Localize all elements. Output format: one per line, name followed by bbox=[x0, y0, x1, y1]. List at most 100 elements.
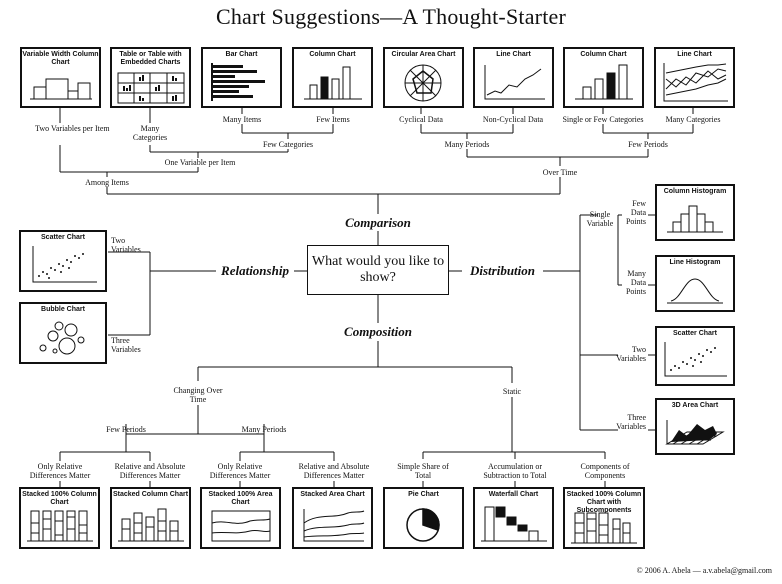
line-histogram-box: Line Histogram bbox=[655, 255, 735, 312]
label-two-variables: Two Variables bbox=[111, 236, 141, 254]
chart-title: Line Chart bbox=[677, 51, 712, 58]
circular-area-chart-box: Circular Area Chart bbox=[383, 47, 464, 108]
scatter-chart-box: Scatter Chart bbox=[19, 230, 107, 292]
label-static: Static bbox=[502, 387, 522, 396]
variable-width-column-icon bbox=[30, 78, 92, 100]
3d-area-chart-box: 3D Area Chart bbox=[655, 398, 735, 455]
line-chart-icon bbox=[484, 65, 545, 100]
label-few-items: Few Items bbox=[316, 115, 350, 124]
chart-title: Variable Width Column Chart bbox=[22, 51, 99, 66]
column-chart-box: Column Chart bbox=[292, 47, 373, 108]
waterfall-chart-box: Waterfall Chart bbox=[473, 487, 554, 549]
label-rel-abs-2: Relative and Absolute Differences Matter bbox=[298, 462, 370, 480]
scatter-chart-icon bbox=[32, 246, 97, 283]
pie-chart-icon bbox=[406, 508, 440, 542]
chart-title: Pie Chart bbox=[408, 491, 439, 498]
category-composition: Composition bbox=[344, 324, 412, 339]
stacked-column-icon bbox=[118, 508, 184, 542]
category-distribution: Distribution bbox=[469, 263, 536, 278]
label-many-categories: Many Categories bbox=[132, 124, 168, 142]
label-simple-share: Simple Share of Total bbox=[397, 462, 449, 480]
chart-title: Scatter Chart bbox=[673, 330, 717, 337]
chart-title: Stacked Area Chart bbox=[300, 491, 365, 498]
stacked-column-chart-box: Stacked Column Chart bbox=[110, 487, 191, 549]
table-embedded-icon bbox=[117, 72, 185, 104]
label-one-variable-per-item: One Variable per Item bbox=[164, 158, 236, 167]
chart-title: 3D Area Chart bbox=[671, 402, 719, 409]
label-single-few-categories: Single or Few Categories bbox=[562, 115, 644, 124]
label-few-periods: Few Periods bbox=[628, 140, 668, 149]
label-changing-over-time: Changing Over Time bbox=[173, 386, 223, 404]
label-few-data-points: Few Data Points bbox=[625, 199, 646, 226]
column-chart-icon bbox=[304, 66, 362, 100]
chart-title: Bar Chart bbox=[225, 51, 258, 58]
label-many-items: Many Items bbox=[222, 115, 262, 124]
bubble-chart-icon bbox=[39, 321, 85, 355]
label-three-variables: Three Variables bbox=[111, 336, 141, 354]
label-components: Components of Components bbox=[580, 462, 630, 480]
label-non-cyclical-data: Non-Cyclical Data bbox=[482, 115, 544, 124]
label-many-categories-2: Many Categories bbox=[665, 115, 721, 124]
label-single-variable: Single Variable bbox=[586, 210, 614, 228]
footer-credit: © 2006 A. Abela — a.v.abela@gmail.com bbox=[636, 566, 772, 575]
chart-title: Column Chart bbox=[309, 51, 356, 58]
stacked-100-subcomponents-box: Stacked 100% Column Chart with Subcompon… bbox=[563, 487, 645, 549]
label-comp-many-periods: Many Periods bbox=[241, 425, 287, 434]
variable-width-column-chart-box: Variable Width Column Chart bbox=[20, 47, 101, 108]
table-embedded-chart-box: Table or Table with Embedded Charts bbox=[110, 47, 191, 108]
column-chart-2-box: Column Chart bbox=[563, 47, 644, 108]
stacked-100-area-chart-box: Stacked 100% Area Chart bbox=[200, 487, 281, 549]
line-chart-box: Line Chart bbox=[473, 47, 554, 108]
column-chart-2-icon bbox=[575, 64, 633, 100]
label-only-relative-1: Only Relative Differences Matter bbox=[29, 462, 91, 480]
label-only-relative-2: Only Relative Differences Matter bbox=[209, 462, 271, 480]
chart-title: Column Histogram bbox=[663, 188, 727, 195]
chart-title: Line Chart bbox=[496, 51, 531, 58]
bar-chart-box: Bar Chart bbox=[201, 47, 282, 108]
center-question: What would you like to show? bbox=[307, 245, 449, 295]
page-title: Chart Suggestions—A Thought-Starter bbox=[215, 4, 567, 29]
chart-title: Stacked 100% Area Chart bbox=[208, 491, 273, 506]
stacked-100-subcomponents-icon bbox=[571, 512, 637, 544]
chart-title: Stacked 100% Column Chart bbox=[22, 491, 97, 506]
column-histogram-box: Column Histogram bbox=[655, 184, 735, 241]
chart-title: Waterfall Chart bbox=[488, 491, 539, 498]
label-over-time: Over Time bbox=[542, 168, 578, 177]
scatter-chart-2-icon bbox=[664, 342, 727, 377]
chart-title: Scatter Chart bbox=[41, 234, 85, 241]
label-two-variables-per-item: Two Variables per Item bbox=[35, 124, 110, 133]
label-accumulation: Accumulation or Subtraction to Total bbox=[483, 462, 547, 480]
chart-title: Stacked Column Chart bbox=[112, 491, 189, 498]
label-rel-abs-1: Relative and Absolute Differences Matter bbox=[114, 462, 186, 480]
label-dist-two-variables: Two Variables bbox=[616, 345, 646, 363]
bubble-chart-box: Bubble Chart bbox=[19, 302, 107, 364]
circular-area-icon bbox=[404, 64, 442, 102]
label-cyclical-data: Cyclical Data bbox=[399, 115, 443, 124]
stacked-100-column-icon bbox=[27, 510, 93, 542]
line-chart-2-icon bbox=[663, 63, 728, 102]
line-chart-2-box: Line Chart bbox=[654, 47, 735, 108]
bar-chart-icon bbox=[211, 63, 265, 101]
pie-chart-box: Pie Chart bbox=[383, 487, 464, 549]
label-among-items: Among Items bbox=[85, 178, 129, 187]
chart-title: Line Histogram bbox=[669, 259, 721, 266]
chart-title: Table or Table with Embedded Charts bbox=[119, 51, 182, 66]
label-many-data-points: Many Data Points bbox=[625, 269, 646, 296]
category-comparison: Comparison bbox=[345, 215, 411, 230]
stacked-area-chart-box: Stacked Area Chart bbox=[292, 487, 373, 549]
stacked-area-icon bbox=[303, 509, 365, 542]
category-relationship: Relationship bbox=[221, 263, 289, 278]
label-few-categories: Few Categories bbox=[263, 140, 313, 149]
chart-title: Circular Area Chart bbox=[391, 51, 456, 58]
3d-area-chart-icon bbox=[665, 420, 725, 445]
label-dist-three-variables: Three Variables bbox=[616, 413, 646, 431]
chart-title: Bubble Chart bbox=[41, 306, 85, 313]
chart-title: Stacked 100% Column Chart with Subcompon… bbox=[566, 491, 642, 514]
chart-title: Column Chart bbox=[580, 51, 627, 58]
scatter-chart-2-box: Scatter Chart bbox=[655, 326, 735, 386]
waterfall-chart-icon bbox=[481, 506, 547, 542]
column-histogram-icon bbox=[667, 205, 723, 233]
label-many-periods: Many Periods bbox=[444, 140, 490, 149]
label-comp-few-periods: Few Periods bbox=[106, 425, 146, 434]
